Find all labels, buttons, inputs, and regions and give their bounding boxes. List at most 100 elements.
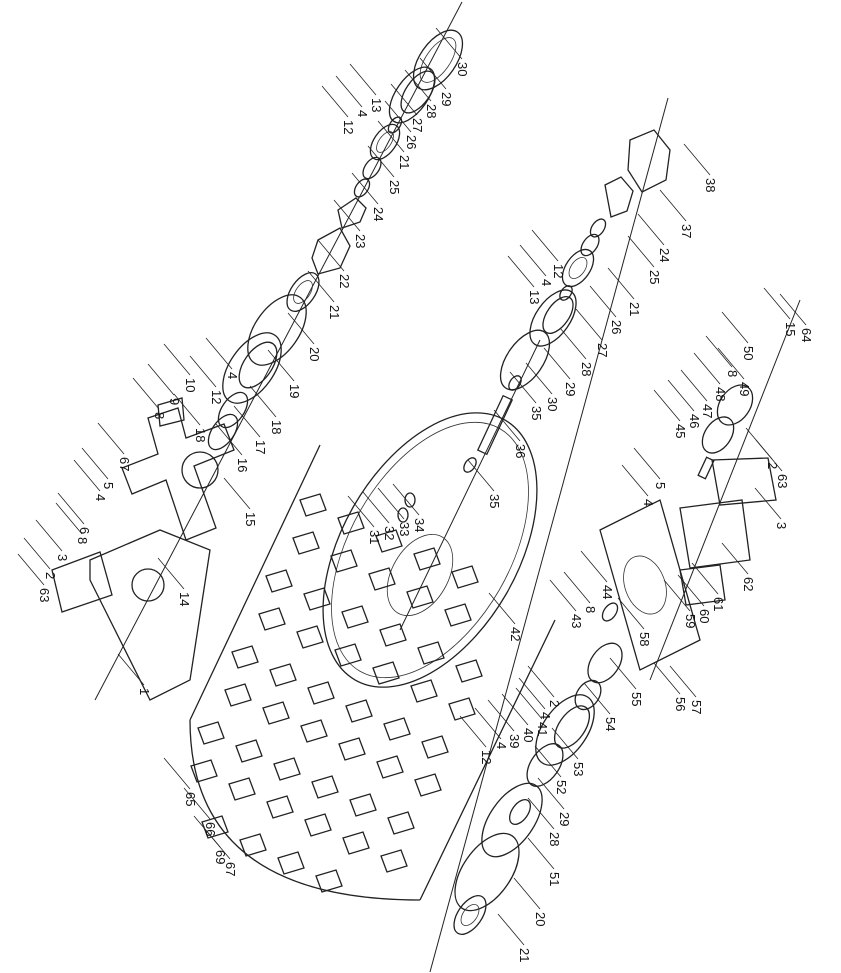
plate-58-hole xyxy=(623,555,667,615)
tread-block xyxy=(273,757,301,781)
plate-58 xyxy=(599,499,701,671)
leader-line xyxy=(163,757,191,790)
part-number-label: 8 xyxy=(583,606,598,613)
tread-block xyxy=(375,529,403,553)
leader-line xyxy=(518,677,546,710)
tread-block xyxy=(410,679,438,703)
tread-block xyxy=(337,511,365,535)
tread-block xyxy=(311,775,339,799)
leader-line xyxy=(333,199,361,232)
part-number-label: 27 xyxy=(410,118,425,132)
part-number-label: 48 xyxy=(713,387,728,401)
tread-block xyxy=(338,737,366,761)
part-number-label: 21 xyxy=(397,155,412,169)
nut-33 xyxy=(404,492,416,508)
leader-line xyxy=(633,447,661,480)
tread-block xyxy=(224,683,252,707)
flange-52 xyxy=(526,743,564,787)
flange-48 xyxy=(716,384,754,426)
bracket-10 xyxy=(157,397,185,427)
leader-line xyxy=(132,377,160,410)
leader-line xyxy=(390,83,418,116)
part-number-label: 23 xyxy=(353,234,368,248)
part-number-label: 56 xyxy=(673,697,688,711)
leader-line xyxy=(73,459,101,492)
part-number-label: 31 xyxy=(367,530,382,544)
tread-block xyxy=(421,735,449,759)
part-number-label: 67 xyxy=(117,457,132,471)
tread-block xyxy=(190,759,218,783)
tread-block xyxy=(228,777,256,801)
sleeve-24-right xyxy=(589,218,607,238)
tread-block xyxy=(201,815,229,839)
leader-line xyxy=(488,592,516,625)
leader-line xyxy=(223,477,251,510)
flange-plate-20 xyxy=(247,294,307,366)
leader-line xyxy=(384,100,412,133)
leader-line xyxy=(575,308,603,341)
eccentric-shaft-22 xyxy=(311,227,351,275)
leader-line xyxy=(351,172,379,205)
part-number-label: 14 xyxy=(177,592,192,606)
tread-block xyxy=(376,755,404,779)
part-number-label: 38 xyxy=(703,178,718,192)
ring-18 xyxy=(217,391,249,429)
leader-line xyxy=(57,492,85,525)
tread-block xyxy=(231,645,259,669)
leader-line xyxy=(474,707,502,740)
tread-block xyxy=(307,681,335,705)
eccentric-shaft-38 xyxy=(627,129,671,193)
part-number-label: 35 xyxy=(529,406,544,420)
leader-line xyxy=(527,797,555,830)
part-number-label: 2 xyxy=(43,572,58,579)
part-number-label: 41 xyxy=(535,722,550,736)
part-number-label: 26 xyxy=(404,135,419,149)
leader-line xyxy=(497,913,525,946)
tread-block xyxy=(444,603,472,627)
leader-line xyxy=(183,787,211,820)
part-number-label: 54 xyxy=(603,717,618,731)
leader-line xyxy=(81,447,109,480)
leader-line xyxy=(691,562,719,595)
part-number-label: 21 xyxy=(627,302,642,316)
cover-30-right xyxy=(499,329,551,391)
leader-line xyxy=(580,550,608,583)
part-number-label: 10 xyxy=(183,378,198,392)
part-number-label: 63 xyxy=(37,588,52,602)
plate-3-right xyxy=(711,457,777,506)
leader-line xyxy=(17,553,45,586)
part-number-label: 8 xyxy=(725,370,740,377)
part-number-label: 59 xyxy=(683,614,698,628)
leader-line xyxy=(97,422,125,455)
leader-line xyxy=(667,379,695,412)
part-number-label: 52 xyxy=(554,780,569,794)
leader-line xyxy=(419,57,447,90)
tread-block xyxy=(277,851,305,875)
leader-line xyxy=(404,69,432,102)
sprocket-hole xyxy=(181,451,219,489)
part-number-label: 37 xyxy=(679,224,694,238)
leader-line xyxy=(653,389,681,422)
part-number-label: 17 xyxy=(253,440,268,454)
side-bracket-axis xyxy=(649,299,801,681)
part-number-label: 47 xyxy=(700,404,715,418)
bearing-seat-53 xyxy=(535,694,595,766)
leader-line xyxy=(23,537,51,570)
part-number-label: 18 xyxy=(193,428,208,442)
part-number-label: 4 xyxy=(494,742,509,749)
part-number-label: 30 xyxy=(545,397,560,411)
leader-line xyxy=(763,287,791,320)
leader-line xyxy=(467,459,495,492)
part-number-label: 4 xyxy=(538,712,553,719)
part-number-label: 64 xyxy=(799,328,814,342)
part-number-label: 2 xyxy=(547,700,562,707)
tread-block xyxy=(341,605,369,629)
tread-block xyxy=(334,643,362,667)
leader-line xyxy=(683,143,711,176)
leader-line xyxy=(549,579,577,612)
part-number-label: 40 xyxy=(521,728,536,742)
leader-line xyxy=(717,347,745,380)
part-number-label: 35 xyxy=(487,494,502,508)
leader-line xyxy=(621,464,649,497)
end-cover-30 xyxy=(412,29,464,91)
